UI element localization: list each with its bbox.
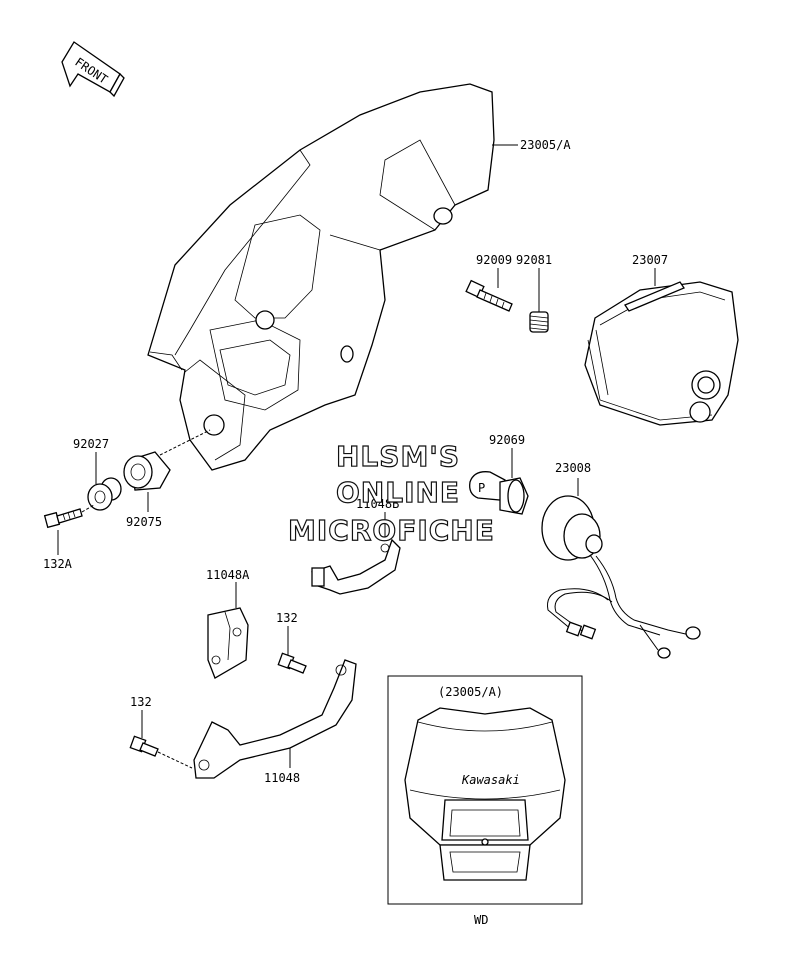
bulb-92069: P bbox=[469, 471, 529, 515]
inset-title: (23005/A) bbox=[438, 685, 503, 699]
label-132a: 132A bbox=[43, 557, 73, 571]
bracket-11048 bbox=[193, 659, 357, 779]
headlight-cowl bbox=[147, 83, 495, 471]
inset-box: (23005/A) Kawasaki WD bbox=[387, 675, 583, 927]
label-92009: 92009 bbox=[476, 253, 512, 267]
bolt-132-lower bbox=[129, 735, 159, 757]
number-plate-cowl: Kawasaki bbox=[404, 707, 566, 881]
svg-text:P: P bbox=[478, 481, 485, 495]
label-132-lower: 132 bbox=[130, 695, 152, 709]
label-92027: 92027 bbox=[73, 437, 109, 451]
label-92081: 92081 bbox=[516, 253, 552, 267]
watermark: HLSM'S ONLINE MICROFICHE bbox=[287, 439, 495, 547]
bracket-11048a bbox=[207, 607, 249, 679]
grommet-92075 bbox=[123, 451, 171, 491]
headlight-unit-23007 bbox=[584, 281, 739, 426]
label-11048: 11048 bbox=[264, 771, 300, 785]
bolt-132-upper bbox=[277, 652, 307, 674]
inset-caption: WD bbox=[474, 913, 488, 927]
label-92069: 92069 bbox=[489, 433, 525, 447]
socket-harness-23008 bbox=[541, 495, 701, 659]
bolt-132a bbox=[43, 508, 83, 529]
label-11048a: 11048A bbox=[206, 568, 250, 582]
bracket-11048b bbox=[311, 538, 401, 595]
watermark-line3: MICROFICHE bbox=[288, 514, 495, 547]
collar-92027 bbox=[87, 477, 122, 511]
label-23005a: 23005/A bbox=[520, 138, 571, 152]
label-132-upper: 132 bbox=[276, 611, 298, 625]
label-23008: 23008 bbox=[555, 461, 591, 475]
label-23007: 23007 bbox=[632, 253, 668, 267]
spring-92081 bbox=[529, 311, 549, 333]
front-arrow-icon: FRONT bbox=[61, 41, 125, 98]
watermark-line1: HLSM'S bbox=[336, 440, 460, 473]
screw-92009 bbox=[465, 279, 513, 312]
label-11048b: 11048B bbox=[356, 497, 399, 511]
label-92075: 92075 bbox=[126, 515, 162, 529]
inset-brand: Kawasaki bbox=[461, 773, 520, 787]
watermark-line2: ONLINE bbox=[336, 476, 460, 509]
